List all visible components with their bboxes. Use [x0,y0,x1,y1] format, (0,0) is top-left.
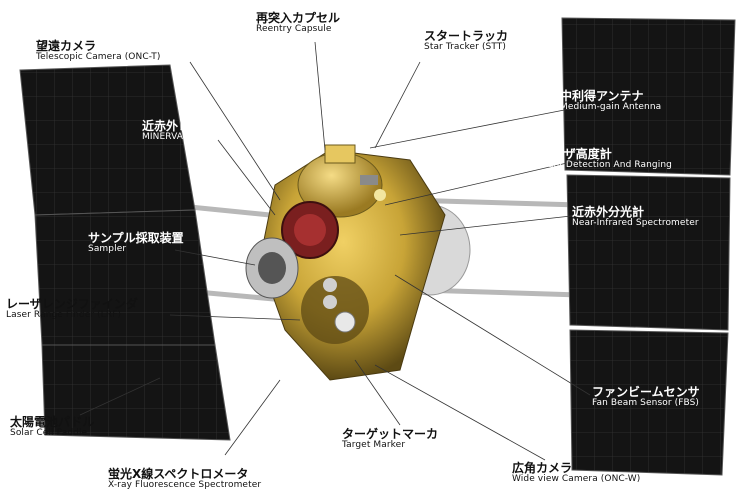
solar-cell-paddle-en: Solar Cell Paddle [10,428,88,439]
label-laser-range-finder: レーザレンジファインダ Laser Range Finder (LRF) [6,297,138,321]
reentry-capsule-en: Reentry Capsule [256,24,332,35]
label-target-marker: ターゲットマーカ Target Marker [342,427,439,451]
right-solar-paddle [561,17,736,476]
fan-beam-sensor-jp: ファンビームセンサ [592,385,700,399]
medium-gain-antenna-jp: 中利得アンテナ [560,89,644,103]
fan-beam-sensor-en: Fan Beam Sensor (FBS) [592,398,700,409]
wide-view-camera-jp: 広角カメラ [512,461,573,475]
label-laser-altimeter: レーザ高度計 Light Detection And Ranging [540,147,672,171]
telescopic-camera-en: Telescopic Camera (ONC-T) [36,52,161,63]
leader-lines [79,41,591,461]
label-sampler: サンプル採取装置 Sampler [88,231,184,255]
label-xray-spectrometer: 蛍光X線スペクトロメータ X-ray Fluorescence Spectrom… [108,467,262,491]
target-marker-jp: ターゲットマーカ [342,427,439,441]
laser-range-finder-en: Laser Range Finder (LRF) [6,310,122,321]
label-fan-beam-sensor: ファンビームセンサ Fan Beam Sensor (FBS) [592,385,700,409]
xray-spectrometer-jp: 蛍光X線スペクトロメータ [108,467,249,481]
laser-altimeter-en: Light Detection And Ranging [540,160,672,171]
near-infrared-spectrometer-jp: 近赤外分光計 [572,205,645,219]
star-tracker-en: Star Tracker (STT) [424,42,507,53]
label-star-tracker: スタートラッカ Star Tracker (STT) [424,29,509,53]
sampler-en: Sampler [88,244,127,255]
telescopic-camera-jp: 望遠カメラ [36,39,97,53]
label-solar-cell-paddle: 太陽電池パドル Solar Cell Paddle [10,415,95,439]
spacecraft-body [245,144,471,381]
label-wide-view-camera: 広角カメラ Wide view Camera (ONC-W) [512,461,641,485]
label-medium-gain-antenna: 中利得アンテナ Medium-gain Antenna [560,89,662,113]
label-reentry-capsule: 再突入カプセル Reentry Capsule [256,11,341,35]
label-near-infrared-spectrometer: 近赤外分光計 Near-Infrared Spectrometer [572,205,699,229]
laser-altimeter-jp: レーザ高度計 [540,147,612,161]
label-minerva: 近赤外レーザ MINERVA [142,119,214,143]
label-telescopic-camera: 望遠カメラ Telescopic Camera (ONC-T) [36,39,161,63]
near-infrared-spectrometer-en: Near-Infrared Spectrometer [572,218,699,229]
minerva-en: MINERVA [142,132,184,143]
solar-cell-paddle-jp: 太陽電池パドル [10,415,95,429]
left-solar-paddle [19,64,231,441]
xray-spectrometer-en: X-ray Fluorescence Spectrometer [108,480,262,491]
star-tracker-jp: スタートラッカ [424,29,509,43]
reentry-capsule-jp: 再突入カプセル [256,11,341,25]
sampler-jp: サンプル採取装置 [88,231,184,245]
target-marker-en: Target Marker [342,440,406,451]
wide-view-camera-en: Wide view Camera (ONC-W) [512,474,641,485]
laser-range-finder-jp: レーザレンジファインダ [6,297,138,311]
medium-gain-antenna-en: Medium-gain Antenna [560,102,662,113]
minerva-jp: 近赤外レーザ [142,119,214,133]
